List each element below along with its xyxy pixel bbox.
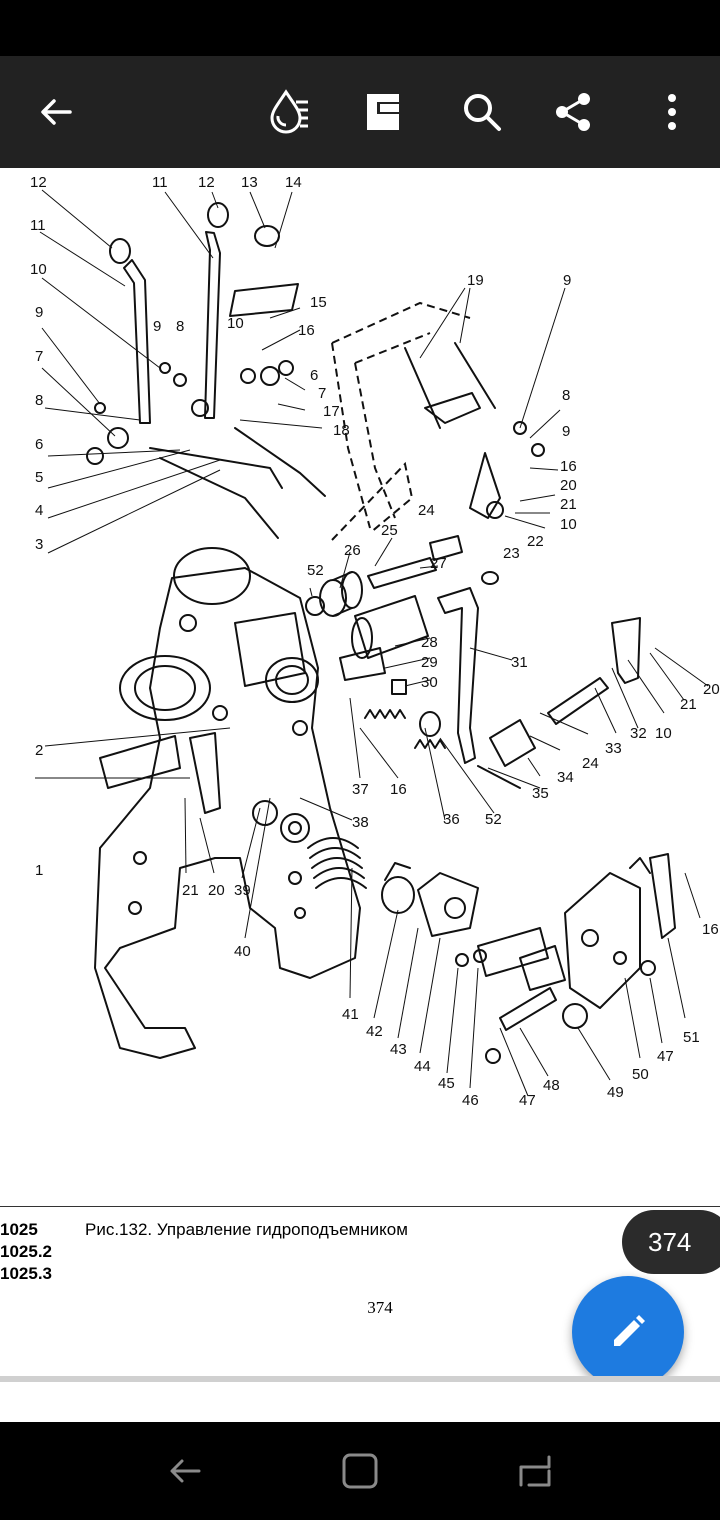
reading-mode-icon[interactable]: [250, 56, 330, 168]
figure-label: 8: [176, 318, 184, 335]
figure-label: 43: [390, 1041, 407, 1058]
figure-label: 34: [557, 769, 574, 786]
figure-label: 26: [344, 542, 361, 559]
figure-label: 9: [563, 272, 571, 289]
back-nav-icon[interactable]: [135, 1422, 235, 1520]
figure-label: 25: [381, 522, 398, 539]
figure-label: 10: [560, 516, 577, 533]
figure-label: 9: [153, 318, 161, 335]
edit-pencil-icon: [614, 1315, 645, 1346]
figure-label: 14: [285, 174, 302, 191]
figure-label: 21: [182, 882, 199, 899]
figure-label: 10: [227, 315, 244, 332]
figure-label: 20: [208, 882, 225, 899]
next-page[interactable]: [0, 1382, 720, 1422]
figure-label: 18: [333, 422, 350, 439]
figure-label: 24: [582, 755, 599, 772]
figure-label: 16: [390, 781, 407, 798]
figure-label: 31: [511, 654, 528, 671]
figure-label: 50: [632, 1066, 649, 1083]
figure-label: 11: [30, 217, 46, 234]
figure-caption: Рис.132. Управление гидроподъемником: [85, 1220, 408, 1239]
figure-label: 38: [352, 814, 369, 831]
figure-label: 6: [35, 436, 43, 453]
status-bar: [0, 0, 720, 56]
model-code: 1025: [0, 1220, 38, 1239]
figure-label: 52: [485, 811, 502, 828]
figure-label: 51: [683, 1029, 700, 1046]
figure-label: 7: [35, 348, 43, 365]
figure-label: 21: [680, 696, 697, 713]
figure-label: 21: [560, 496, 577, 513]
figure-label: 10: [30, 261, 47, 278]
figure-label: 15: [310, 294, 327, 311]
figure-label: 36: [443, 811, 460, 828]
figure-label: 9: [35, 304, 43, 321]
toolbar: [0, 56, 720, 168]
figure-label: 22: [527, 533, 544, 550]
figure-label: 29: [421, 654, 438, 671]
search-icon[interactable]: [442, 56, 522, 168]
figure-label: 47: [519, 1092, 536, 1109]
figure-label: 20: [703, 681, 720, 698]
figure-label: 24: [418, 502, 435, 519]
figure-label: 28: [421, 634, 438, 651]
figure-label: 37: [352, 781, 369, 798]
figure-label: 13: [241, 174, 258, 191]
figure-label: 6: [310, 367, 318, 384]
page-number: 374: [367, 1298, 393, 1317]
figure-label: 40: [234, 943, 251, 960]
figure-label: 12: [198, 174, 215, 191]
figure-label: 4: [35, 502, 43, 519]
figure-label: 3: [35, 536, 43, 553]
share-icon[interactable]: [533, 56, 613, 168]
figure-label: 39: [234, 882, 251, 899]
page-separator: [0, 1376, 720, 1382]
figure-label: 35: [532, 785, 549, 802]
figure-label: 2: [35, 742, 43, 759]
figure-label: 33: [605, 740, 622, 757]
model-code: 1025.2: [0, 1242, 52, 1261]
hydraulic-lift-control-drawing: 12 11 12 13 14 11 10 9 9 8 10 15 16 6 7 …: [30, 174, 720, 1109]
bookmark-icon[interactable]: [343, 56, 423, 168]
system-navigation-bar: [0, 1422, 720, 1520]
figure-label: 30: [421, 674, 438, 691]
home-nav-icon[interactable]: [310, 1422, 410, 1520]
figure-label: 17: [323, 403, 340, 420]
figure-label: 1: [35, 862, 43, 879]
model-code: 1025.3: [0, 1264, 52, 1283]
figure-label: 23: [503, 545, 520, 562]
figure-label: 9: [562, 423, 570, 440]
figure-label: 12: [30, 174, 47, 191]
figure-label: 19: [467, 272, 484, 289]
figure-label: 8: [562, 387, 570, 404]
figure-label: 11: [152, 174, 168, 191]
figure-label: 42: [366, 1023, 383, 1040]
page-indicator-badge: 374: [622, 1210, 720, 1274]
figure-label: 10: [655, 725, 672, 742]
caption-rule: [0, 1206, 720, 1207]
more-vert-icon[interactable]: [632, 56, 712, 168]
figure-label: 5: [35, 469, 43, 486]
recents-nav-icon[interactable]: [485, 1422, 585, 1520]
figure-label: 16: [560, 458, 577, 475]
edit-fab-button[interactable]: [572, 1276, 684, 1388]
figure-label: 41: [342, 1006, 359, 1023]
figure-label: 49: [607, 1084, 624, 1101]
figure-label: 52: [307, 562, 324, 579]
figure-label: 20: [560, 477, 577, 494]
figure-label: 44: [414, 1058, 431, 1075]
figure-label: 8: [35, 392, 43, 409]
back-arrow-icon[interactable]: [16, 56, 96, 168]
figure-label: 45: [438, 1075, 455, 1092]
figure-label: 16: [298, 322, 315, 339]
document-page[interactable]: 12 11 12 13 14 11 10 9 9 8 10 15 16 6 7 …: [0, 168, 720, 1388]
figure-label: 48: [543, 1077, 560, 1094]
figure-label: 47: [657, 1048, 674, 1065]
figure-label: 7: [318, 385, 326, 402]
figure-label: 27: [430, 555, 447, 572]
figure-label: 32: [630, 725, 647, 742]
figure-label: 46: [462, 1092, 479, 1109]
figure-label: 16: [702, 921, 719, 938]
